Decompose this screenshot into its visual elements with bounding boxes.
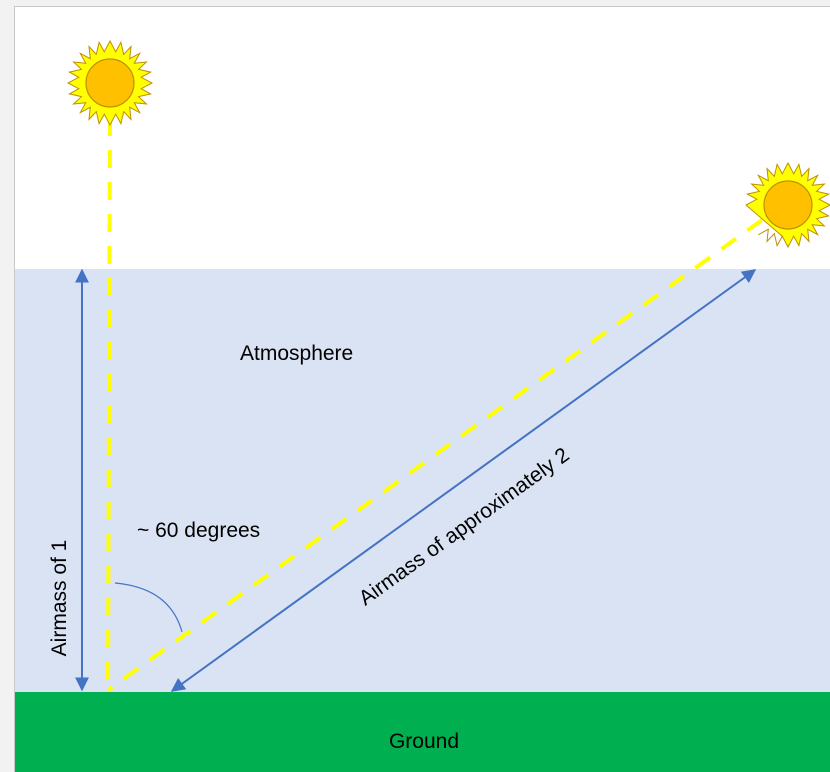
angle-arc — [114, 582, 183, 633]
sun-icon — [745, 161, 830, 249]
angle-label: ~ 60 degrees — [137, 519, 260, 542]
ground-region — [15, 692, 830, 772]
sun-icon — [66, 39, 154, 127]
ground-label: Ground — [389, 730, 459, 753]
atmosphere-label: Atmosphere — [240, 342, 353, 365]
atmosphere-region — [15, 269, 830, 692]
airmass-2-arrow — [170, 269, 757, 692]
sky-region — [15, 7, 830, 269]
airmass-1-label: Airmass of 1 — [48, 540, 71, 657]
